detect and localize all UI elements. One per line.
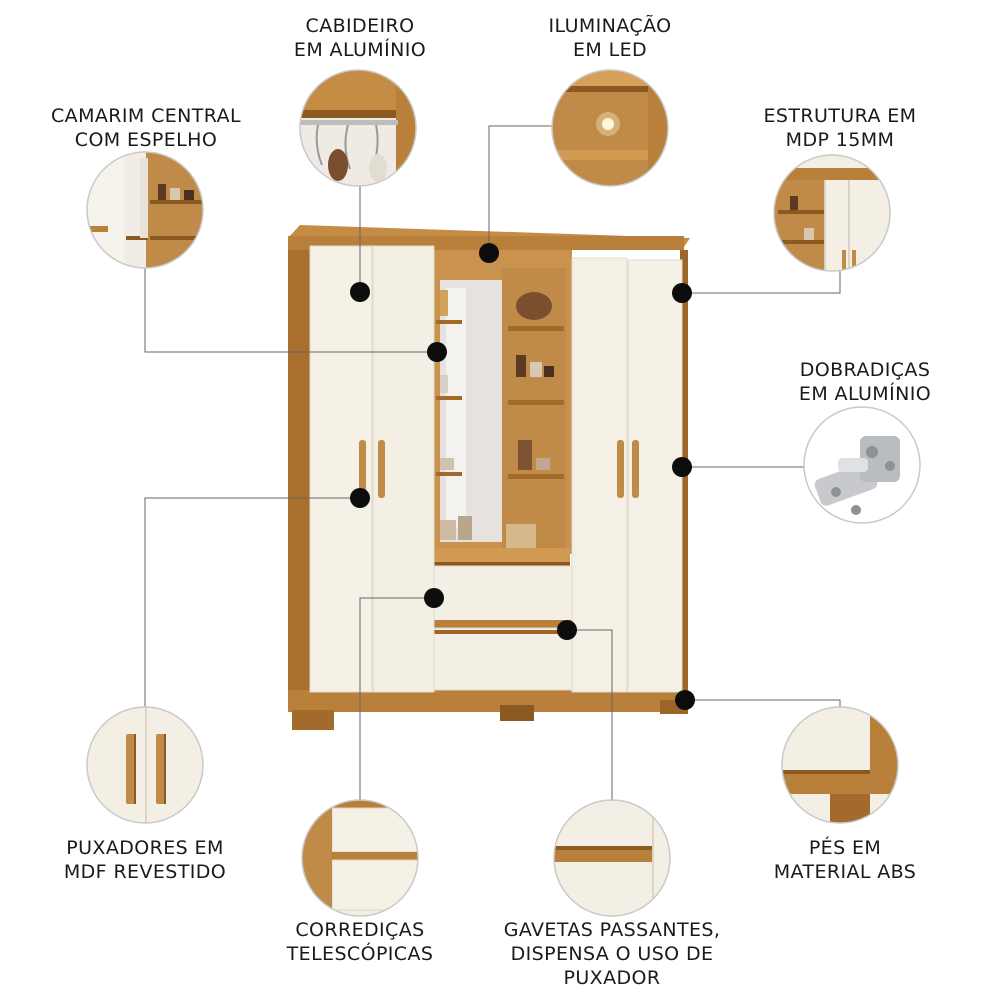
marker-estrutura xyxy=(672,283,692,303)
wardrobe xyxy=(288,225,690,730)
label-dobradicas: DOBRADIÇAS EM ALUMÍNIO xyxy=(780,358,950,406)
label-corredicas-line1: CORREDIÇAS xyxy=(295,919,425,941)
label-corredicas: CORREDIÇAS TELESCÓPICAS xyxy=(280,918,440,966)
label-estrutura: ESTRUTURA EM MDP 15MM xyxy=(760,104,920,152)
label-estrutura-line2: MDP 15MM xyxy=(785,129,895,151)
label-iluminacao-line1: ILUMINAÇÃO xyxy=(548,15,672,37)
label-iluminacao: ILUMINAÇÃO EM LED xyxy=(530,14,690,62)
handle-left-2 xyxy=(378,440,385,498)
vanity-counter xyxy=(434,548,570,564)
label-gavetas-line2: DISPENSA O USO DE xyxy=(510,943,714,965)
detail-iluminacao xyxy=(551,69,669,187)
detail-gavetas xyxy=(553,799,671,917)
detail-cabideiro xyxy=(299,69,417,187)
callout-lines xyxy=(144,125,841,800)
marker-pes xyxy=(675,690,695,710)
foot-left xyxy=(292,710,334,730)
left-side-panel xyxy=(288,250,310,696)
label-puxadores-line1: PUXADORES EM xyxy=(66,837,224,859)
label-dobradicas-line2: EM ALUMÍNIO xyxy=(798,383,932,405)
callout-markers xyxy=(350,243,695,710)
label-camarim-line2: COM ESPELHO xyxy=(74,129,218,151)
detail-camarim xyxy=(86,151,204,269)
label-dobradicas-line1: DOBRADIÇAS xyxy=(799,359,931,381)
marker-dobradicas xyxy=(672,457,692,477)
detail-pes xyxy=(781,706,899,824)
marker-cabideiro xyxy=(350,282,370,302)
label-pes: PÉS EM MATERIAL ABS xyxy=(760,836,930,884)
handle-left-1 xyxy=(359,440,366,498)
label-iluminacao-line2: EM LED xyxy=(572,39,648,61)
label-cabideiro-line1: CABIDEIRO xyxy=(305,15,415,37)
detail-estrutura xyxy=(773,154,891,272)
marker-puxadores xyxy=(350,488,370,508)
label-pes-line1: PÉS EM xyxy=(808,837,882,859)
label-pes-line2: MATERIAL ABS xyxy=(773,861,917,883)
decor-items xyxy=(440,290,554,548)
label-puxadores: PUXADORES EM MDF REVESTIDO xyxy=(60,836,230,884)
detail-corredicas xyxy=(301,799,419,917)
label-gavetas: GAVETAS PASSANTES, DISPENSA O USO DE PUX… xyxy=(502,918,722,990)
label-gavetas-line3: PUXADOR xyxy=(563,967,661,989)
label-estrutura-line1: ESTRUTURA EM xyxy=(763,105,917,127)
handle-right-1 xyxy=(617,440,624,498)
detail-puxadores xyxy=(86,706,204,824)
drawer-upper xyxy=(433,565,573,625)
marker-corredicas xyxy=(424,588,444,608)
marker-iluminacao xyxy=(479,243,499,263)
label-camarim: CAMARIM CENTRAL COM ESPELHO xyxy=(46,104,246,152)
handle-right-2 xyxy=(632,440,639,498)
label-camarim-line1: CAMARIM CENTRAL xyxy=(51,105,241,127)
label-cabideiro: CABIDEIRO EM ALUMÍNIO xyxy=(280,14,440,62)
detail-dobradicas xyxy=(803,406,921,524)
label-gavetas-line1: GAVETAS PASSANTES, xyxy=(503,919,721,941)
foot-center xyxy=(500,705,534,721)
label-corredicas-line2: TELESCÓPICAS xyxy=(286,943,434,965)
label-cabideiro-line2: EM ALUMÍNIO xyxy=(293,39,427,61)
marker-camarim xyxy=(427,342,447,362)
marker-gavetas xyxy=(557,620,577,640)
label-puxadores-line2: MDF REVESTIDO xyxy=(63,861,227,883)
base-plinth xyxy=(288,690,688,712)
drawer-lower xyxy=(433,627,573,691)
